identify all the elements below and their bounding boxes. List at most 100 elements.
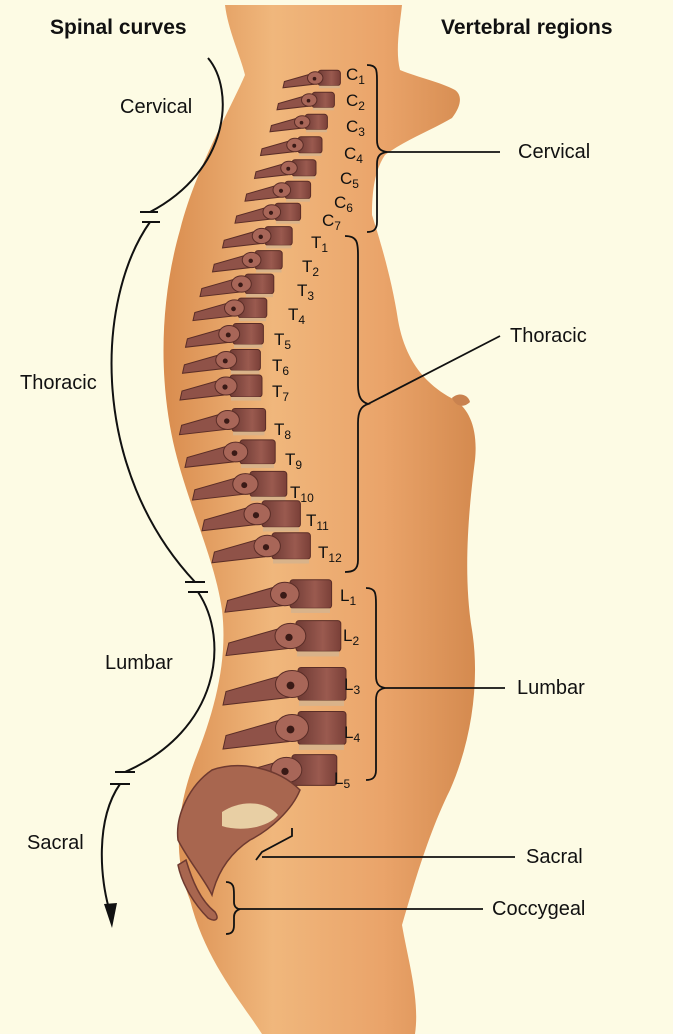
vertebra-number: 4 [356, 152, 363, 166]
intervertebral-disc [299, 700, 344, 706]
vertebra-number: 10 [300, 491, 314, 505]
vertebra-letter: C [346, 117, 359, 136]
foramen [248, 258, 253, 264]
foramen [224, 418, 230, 424]
intervertebral-disc [299, 744, 344, 750]
vertebra-number: 5 [343, 777, 351, 791]
intervertebral-disc [231, 370, 260, 374]
vertebra-number: 3 [353, 683, 361, 697]
vertebra-label-t6: T6 [272, 357, 289, 377]
vertebra-label-c4: C4 [344, 145, 363, 165]
vertebra-number: 12 [328, 551, 342, 565]
vertebra-l1 [224, 579, 333, 613]
vertebra-number: 5 [284, 338, 292, 352]
spinal-curves-header: Spinal curves [50, 16, 187, 39]
vertebra-l3 [222, 667, 347, 706]
vertebra-t8 [178, 407, 267, 436]
foramen [268, 210, 274, 215]
vertebra-number: 9 [295, 458, 303, 472]
vertebra-number: 2 [312, 265, 320, 279]
vertebra-letter: T [318, 543, 329, 562]
region-label-lumbar: Lumbar [517, 677, 585, 699]
intervertebral-disc [266, 245, 292, 249]
vertebra-letter: T [311, 233, 322, 252]
vertebra-label-t3: T3 [297, 282, 314, 302]
curve-label-sacral: Sacral [27, 832, 84, 854]
vertebra-letter: L [334, 769, 344, 788]
intervertebral-disc [234, 344, 263, 348]
vertebra-t3 [199, 273, 275, 298]
vertebra-letter: C [334, 193, 347, 212]
intervertebral-disc [239, 317, 266, 322]
foramen [292, 143, 297, 148]
vertebra-letter: L [340, 586, 350, 605]
vertebra-letter: T [285, 450, 296, 469]
vertebra-l2 [225, 620, 342, 657]
vertebra-letter: T [290, 483, 301, 502]
intervertebral-disc [263, 527, 299, 532]
foramen [286, 725, 295, 734]
foramen [252, 512, 260, 519]
vertebra-t5 [184, 323, 264, 348]
vertebra-label-c5: C5 [340, 170, 359, 190]
vertebra-number: 6 [282, 364, 290, 378]
curve-label-thoracic: Thoracic [20, 372, 97, 394]
vertebra-label-t8: T8 [274, 421, 291, 441]
vertebra-number: 1 [349, 594, 357, 608]
vertebra-label-t9: T9 [285, 451, 302, 471]
vertebra-label-l4: L4 [344, 724, 360, 744]
intervertebral-disc [297, 651, 339, 657]
foramen [278, 188, 284, 193]
vertebra-letter: C [346, 65, 359, 84]
thoracic-curve-arc [110, 221, 196, 583]
vertebra-letter: L [344, 723, 354, 742]
curve-label-lumbar: Lumbar [105, 652, 173, 674]
intervertebral-disc [273, 559, 309, 564]
foramen [306, 98, 311, 103]
vertebra-label-c1: C1 [346, 66, 365, 86]
sacral-curve-arrowhead [104, 903, 117, 928]
vertebra-label-c3: C3 [346, 118, 365, 138]
foramen [241, 482, 248, 489]
sacral-facet [222, 803, 278, 829]
intervertebral-disc [291, 608, 330, 613]
vertebra-number: 6 [346, 201, 353, 215]
vertebra-number: 3 [307, 289, 315, 303]
vertebra-letter: C [344, 144, 357, 163]
intervertebral-disc [286, 198, 310, 202]
vertebra-label-t4: T4 [288, 306, 305, 326]
vertebra-letter: T [274, 420, 285, 439]
intervertebral-disc [246, 293, 273, 298]
lumbar-curve-arc [124, 591, 216, 773]
coccyx [177, 858, 218, 921]
vertebra-number: 2 [352, 634, 360, 648]
vertebra-label-l1: L1 [340, 587, 356, 607]
vertebra-letter: T [272, 356, 283, 375]
intervertebral-disc [231, 397, 261, 401]
vertebra-t6 [181, 349, 261, 374]
foramen [258, 234, 263, 240]
vertebra-label-t11: T11 [306, 512, 329, 532]
vertebra-label-l5: L5 [334, 770, 350, 790]
intervertebral-disc [276, 220, 300, 224]
region-label-thoracic: Thoracic [510, 325, 587, 347]
vertebra-number: 5 [352, 177, 359, 191]
intervertebral-disc [306, 129, 327, 133]
vertebra-t12 [211, 532, 311, 564]
vertebra-letter: T [302, 257, 313, 276]
foramen [231, 450, 238, 456]
vertebra-l4 [222, 711, 347, 750]
vertebra-number: 7 [334, 219, 341, 233]
sacral-curve-arc [100, 783, 121, 913]
curve-indicators [100, 57, 224, 913]
foramen [286, 681, 295, 690]
vertebra-label-l3: L3 [344, 676, 360, 696]
vertebra-number: 4 [298, 313, 306, 327]
vertebra-number: 8 [284, 428, 292, 442]
vertebra-t1 [221, 226, 293, 249]
intervertebral-disc [233, 431, 265, 436]
vertebra-number: 1 [358, 73, 365, 87]
foramen [225, 332, 231, 338]
